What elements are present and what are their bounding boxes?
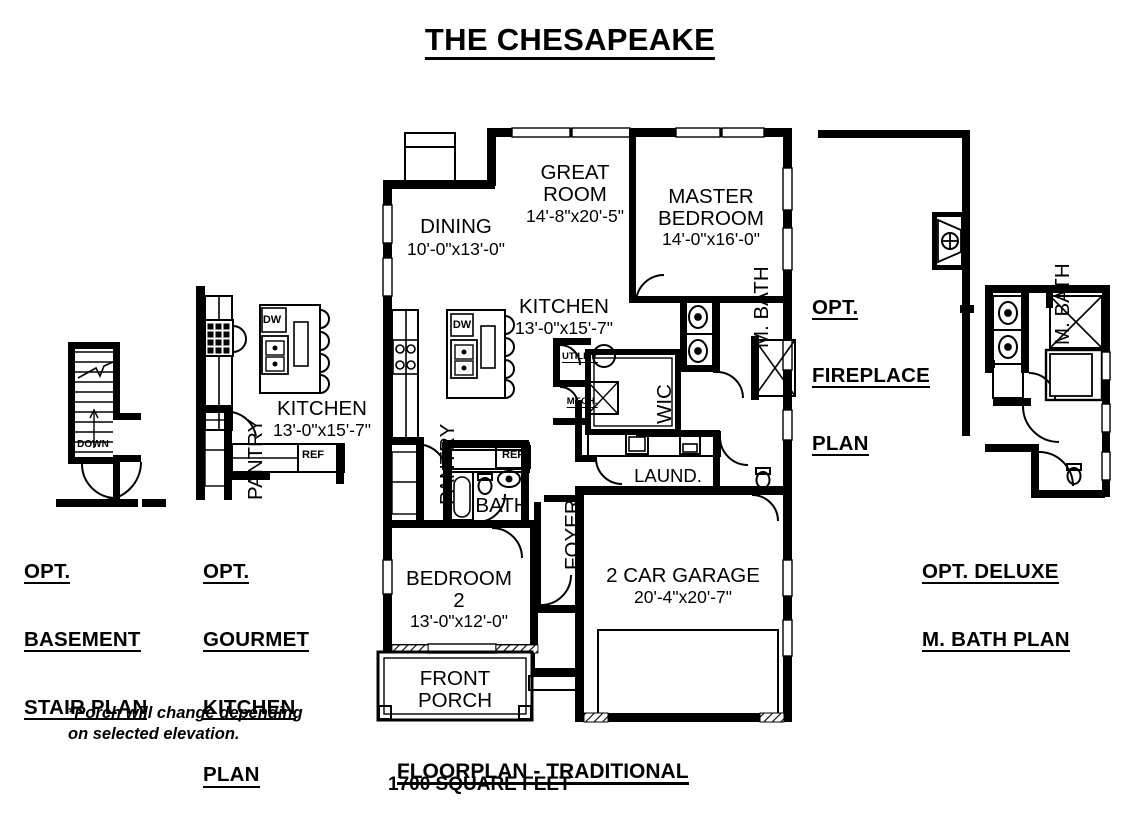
caption-line: OPT. xyxy=(24,559,71,584)
room-label-bedroom-2-number: 2 xyxy=(453,589,465,612)
basement-stair-plan-drawing xyxy=(56,342,166,507)
stair-direction-label-down: DOWN xyxy=(77,439,109,450)
floorplan-caption-title: FLOORPLAN - TRADITIONAL xyxy=(396,760,689,786)
room-label-kitchen: KITCHEN xyxy=(519,295,609,318)
room-dim-garage: 20'-4"x20'-7" xyxy=(634,587,732,607)
floorplan-caption: FLOORPLAN - TRADITIONAL xyxy=(388,744,689,786)
room-label-utility: UTILITY xyxy=(562,351,598,363)
room-dim-kitchen: 13'-0"x15'-7" xyxy=(515,318,613,338)
caption-line: OPT. xyxy=(203,559,250,584)
room-dim-great-room: 14'-8"x20'-5" xyxy=(526,206,624,226)
room-label-dining: DINING xyxy=(420,215,492,238)
caption-line: OPT. xyxy=(812,295,859,320)
deluxe-room-label-master-bath: M. BATH xyxy=(1051,263,1074,345)
caption-line: STAIR PLAN xyxy=(24,695,148,720)
caption-line: FIREPLACE xyxy=(812,363,930,388)
caption-line: KITCHEN xyxy=(203,695,296,720)
room-label-front-porch-line2: PORCH xyxy=(417,689,493,712)
fireplace-plan-drawing xyxy=(818,130,974,436)
room-label-bath: BATH xyxy=(475,494,529,517)
appliance-label-ref-main: REF xyxy=(502,449,524,461)
caption-deluxe-master-bath-plan: OPT. DELUXE M. BATH PLAN xyxy=(922,518,1070,675)
room-label-garage: 2 CAR GARAGE xyxy=(606,564,760,587)
gourmet-appliance-label-ref: REF xyxy=(302,449,324,461)
room-label-great-room-line2: ROOM xyxy=(543,183,607,206)
appliance-label-dw-main: DW xyxy=(452,319,472,331)
caption-line: GOURMET xyxy=(203,627,310,652)
floorplan-area-caption: 1700 SQUARE FEET xyxy=(388,774,571,795)
room-dim-master-bedroom: 14'-0"x16'-0" xyxy=(662,229,760,249)
caption-basement-stair-plan: OPT. BASEMENT STAIR PLAN xyxy=(24,518,148,743)
room-label-pantry: PANTRY xyxy=(436,423,459,505)
caption-line: BASEMENT xyxy=(24,627,141,652)
room-label-master-bedroom: MASTER xyxy=(668,185,754,208)
gourmet-room-label-kitchen: KITCHEN xyxy=(277,397,367,420)
room-label-laundry: LAUND. xyxy=(634,465,702,486)
room-label-mech: MECH. xyxy=(566,396,598,408)
caption-fireplace-plan: OPT. FIREPLACE PLAN xyxy=(812,254,930,479)
room-label-master-bedroom-line2: BEDROOM xyxy=(658,207,764,230)
page-title: THE CHESAPEAKE xyxy=(424,23,716,61)
room-dim-bedroom-2: 13'-0"x12'-0" xyxy=(410,611,508,631)
porch-disclaimer-note: *Porch will change depending on selected… xyxy=(68,704,303,744)
caption-gourmet-kitchen-plan: OPT. GOURMET KITCHEN PLAN xyxy=(203,518,310,811)
caption-line: OPT. DELUXE xyxy=(922,559,1059,584)
main-plan-partitions xyxy=(376,128,796,723)
gourmet-appliance-label-dw: DW xyxy=(262,314,282,326)
caption-line: PLAN xyxy=(812,431,869,456)
caption-line: PLAN xyxy=(203,763,260,788)
room-label-wic: WIC xyxy=(653,384,676,424)
deluxe-bath-left-vanity xyxy=(985,293,991,297)
gourmet-room-dim-kitchen: 13'-0"x15'-7" xyxy=(273,420,371,440)
room-label-foyer: FOYER xyxy=(561,499,584,570)
room-label-great-room: GREAT xyxy=(540,161,610,184)
room-label-bedroom-2: BEDROOM xyxy=(406,567,512,590)
room-label-master-bath: M. BATH xyxy=(750,266,773,348)
room-dim-dining: 10'-0"x13'-0" xyxy=(407,239,505,259)
gourmet-room-label-pantry: PANTRY xyxy=(244,418,267,500)
room-label-front-porch: FRONT xyxy=(419,667,491,690)
main-plan-walls xyxy=(382,127,793,722)
caption-line: M. BATH PLAN xyxy=(922,627,1070,652)
gourmet-kitchen-plan-drawing xyxy=(196,286,345,500)
deluxe-master-bath-plan-drawing xyxy=(985,285,1111,498)
